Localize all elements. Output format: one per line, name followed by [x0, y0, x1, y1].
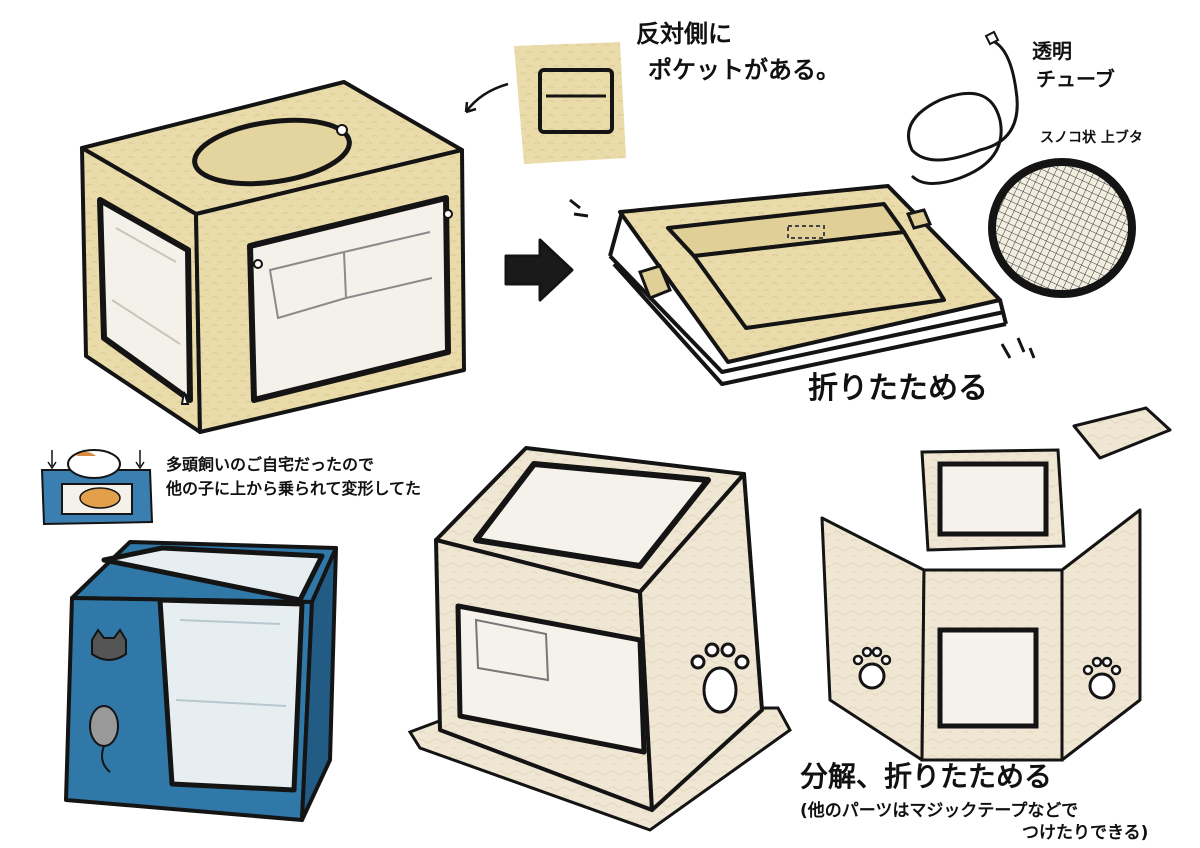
paw-print-icon	[1082, 656, 1122, 700]
paw-print-icon	[690, 642, 750, 714]
mesh-lid-label: スノコ状 上ブタ	[1040, 129, 1143, 146]
paw-print-icon	[852, 646, 892, 690]
cat-icon	[67, 449, 121, 479]
mouse-toy-icon	[89, 705, 119, 747]
disassemble-label: 分解、折りたためる	[800, 760, 1052, 793]
pocket-label-line2: ポケットがある。	[648, 56, 840, 84]
zipper-pull-icon	[180, 391, 190, 405]
pocket-label-line1: 反対側に	[636, 20, 732, 48]
fold-label: 折りたためる	[808, 371, 988, 406]
multi-cat-note-line2: 他の子に上から乗られて変形してた	[165, 479, 421, 498]
velcro-note-line1: (他のパーツはマジックテープなどで	[800, 800, 1078, 821]
tube-label-line2: チューブ	[1036, 67, 1115, 91]
handle-icon	[192, 117, 352, 187]
right-arrow-icon	[504, 238, 574, 302]
arrow-curve-icon	[464, 82, 509, 113]
pocket-detail	[464, 42, 626, 164]
carrier-box-tan	[80, 80, 466, 434]
multi-cat-sketch	[40, 449, 154, 526]
folded-carrier	[569, 184, 1036, 386]
cardboard-carrier	[407, 446, 792, 832]
disassembled-panels	[820, 406, 1172, 762]
carrier-box-blue	[64, 540, 338, 822]
clear-tube	[907, 30, 1019, 185]
velcro-note-line2: つけたりできる)	[1022, 823, 1148, 843]
multi-cat-note-line1: 多頭飼いのご自宅だったので	[166, 455, 374, 474]
cat-face-icon	[91, 628, 127, 661]
mesh-lid	[988, 158, 1136, 298]
tube-label-line1: 透明	[1032, 39, 1072, 63]
